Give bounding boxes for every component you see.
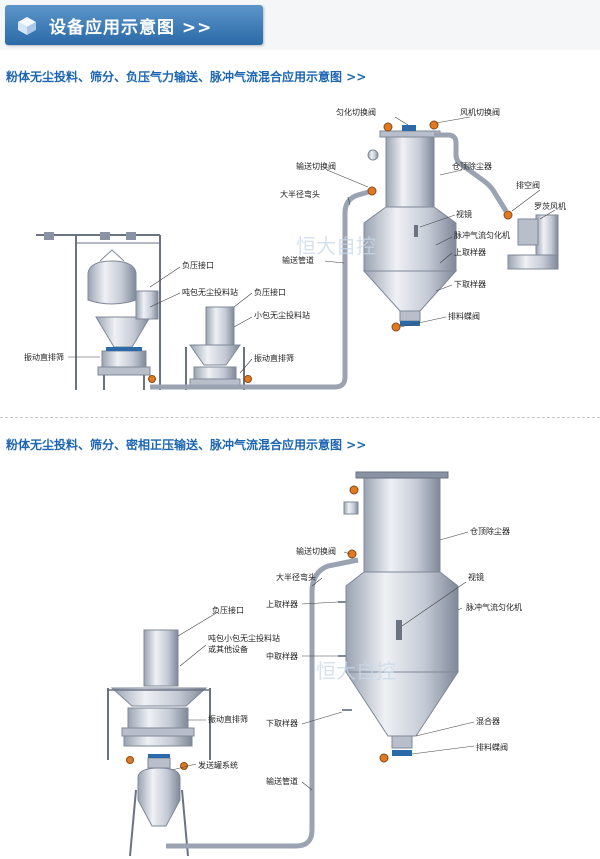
label-convey-valve-2: 输送切换阀 [296,546,336,556]
vibrating-screen-2 [189,366,241,386]
conveying-pipe-2 [166,557,359,849]
label-send-tank: 发送罐系统 [198,760,238,770]
diagram-positive-pressure: 仓顶除尘器 输送切换阀 大半径弯头 视镜 上取样器 脉冲气流匀化机 负压接口 吨… [107,471,522,857]
label-vent-valve: 排空阀 [516,180,540,190]
label-screen: 振动直排筛 [208,714,248,724]
label-screen-2: 振动直排筛 [254,353,294,363]
header-banner: 设备应用示意图 >> [0,0,600,50]
conveying-pipe [150,188,373,390]
sampler-stubs [338,601,352,711]
leader-lines-2 [171,531,475,791]
blue-valve-bodies-2 [148,750,412,758]
label-neg-port-1: 负压接口 [182,260,214,270]
label-bend-2: 大半径弯头 [276,572,316,582]
label-roots-blower: 罗茨风机 [534,201,566,211]
label-middle-sampler: 中取样器 [266,651,298,661]
vibrating-screen [121,707,195,747]
label-upper-sampler: 上取样器 [454,247,486,257]
send-tank [129,757,189,857]
hopper-side-box [135,290,159,320]
label-dust-collector: 仓顶除尘器 [452,161,492,171]
label-pipe-2: 输送管道 [266,776,298,786]
label-fan-valve: 风机切换阀 [460,107,500,117]
valve-markers-2 [126,485,389,770]
label-mixer: 混合器 [476,716,500,726]
label-station-line2: 或其他设备 [208,644,248,654]
label-convey-valve: 输送切换阀 [296,161,336,171]
label-neg-port-2: 负压接口 [254,287,286,297]
hoist-hooks [44,232,136,240]
label-dust-collector-2: 仓顶除尘器 [470,526,510,536]
label-discharge-valve: 排料蝶阀 [448,311,480,321]
small-bag-station [185,306,245,390]
ton-bag [87,260,137,305]
label-neg-port: 负压接口 [212,605,244,615]
bag-station [107,629,211,760]
silo-vessel-2 [343,471,459,749]
air-pipe [434,132,509,213]
watermark-1: 恒大自控 [296,234,376,258]
label-pulse-mixer: 脉冲气流匀化机 [454,230,510,240]
label-discharge-valve-2: 排料蝶阀 [476,742,508,752]
label-small-bag-station: 小包无尘投料站 [254,310,310,320]
banner-bar: 设备应用示意图 >> [5,5,263,45]
silo-vessel [362,130,458,322]
label-station-line1: 吨包小包无尘投料站 [208,633,280,643]
label-pulse-mixer-2: 脉冲气流匀化机 [466,602,522,612]
label-lower-sampler: 下取样器 [454,279,486,289]
watermark-2: 恒大自控 [316,659,396,683]
sight-glass-2 [396,620,402,640]
leader-lines [68,116,556,374]
ton-bag-frame [36,234,161,390]
blue-valve-bodies [106,125,420,351]
label-bend: 大半径弯头 [280,189,320,199]
sight-glass [414,225,418,237]
diagram-negative-pressure: 匀化切换阀 风机切换阀 输送切换阀 仓顶除尘器 大半径弯头 排空阀 罗茨风机 视… [24,107,566,390]
banner-title: 设备应用示意图 >> [49,18,213,38]
label-lower-sampler-2: 下取样器 [266,718,298,728]
cube-icon [18,17,36,35]
vibrating-screen-1 [97,350,151,390]
section-separator [0,417,600,418]
label-sight-glass: 视镜 [456,209,472,219]
roots-blower [507,214,559,270]
label-screen-1: 振动直排筛 [24,352,64,362]
label-homogenize-valve: 匀化切换阀 [336,107,376,117]
label-upper-sampler-2: 上取样器 [266,599,298,609]
label-pipe: 输送管道 [282,255,314,265]
section1-title: 粉体无尘投料、筛分、负压气力输送、脉冲气流混合应用示意图 >> [6,70,367,84]
ton-bag-hopper [95,316,151,348]
label-ton-bag-station: 吨包无尘投料站 [182,287,238,297]
section2-title: 粉体无尘投料、筛分、密相正压输送、脉冲气流混合应用示意图 >> [6,438,367,452]
label-sight-glass-2: 视镜 [468,572,484,582]
